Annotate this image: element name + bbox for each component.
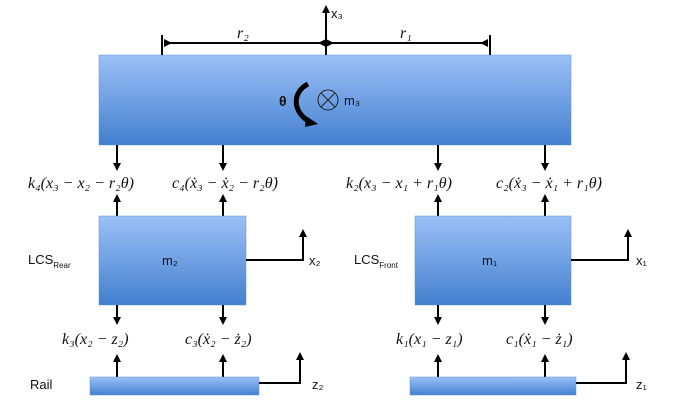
c3-force-label: c₃(ẋ₂ − ż₂): [185, 331, 252, 348]
k1-force-label: k₁(x₁ − z₁): [396, 331, 463, 348]
theta-label: θ: [279, 93, 287, 109]
front-mass-m1: [414, 215, 572, 306]
lcs-rear-main: LCS: [28, 252, 54, 267]
body-mass-m3: [98, 54, 572, 146]
lcs-rear-label: LCSRear: [28, 252, 71, 270]
rotation-arrowhead: [305, 116, 318, 127]
z1-axis-arrow: [576, 352, 630, 384]
z2-axis-arrow: [259, 352, 304, 384]
r1-label: r₁: [400, 25, 412, 42]
lcs-front-main: LCS: [354, 252, 380, 267]
rear-rail: [89, 376, 260, 396]
upper-force-arrows: [113, 145, 549, 216]
k3-force-label: k₃(x₂ − z₂): [62, 331, 129, 348]
into-page-icon: [317, 89, 339, 111]
lcs-front-subscript: Front: [379, 261, 398, 270]
c1-force-label: c₁(ẋ₁ − ż₁): [506, 331, 573, 348]
dimension-arrowheads: [164, 39, 488, 47]
lcs-rear-subscript: Rear: [53, 261, 71, 270]
rear-mass-m2: [98, 215, 247, 306]
x3-label: x₃: [331, 6, 343, 21]
c4-force-label: c₄(ẋ₃ − ẋ₂ − r₂θ̇): [172, 175, 278, 192]
front-rail: [409, 376, 577, 396]
rail-label: Rail: [30, 377, 53, 392]
x2-label: x₂: [309, 253, 321, 268]
m3-label: m₃: [344, 93, 360, 108]
z1-label: z₁: [636, 377, 648, 392]
c2-force-label: c₂(ẋ₃ − ẋ₁ + r₁θ̇): [496, 175, 602, 192]
z2-label: z₂: [312, 377, 324, 392]
lower-force-arrows: [113, 305, 549, 377]
k2-force-label: k₂(x₃ − x₁ + r₁θ): [346, 175, 452, 192]
x1-label: x₁: [636, 253, 648, 268]
x2-axis-arrow: [246, 229, 307, 261]
x1-axis-arrow: [571, 229, 632, 261]
r2-label: r₂: [237, 25, 249, 42]
m2-label: m₂: [162, 253, 178, 268]
m1-label: m₁: [482, 253, 498, 268]
k4-force-label: k₄(x₃ − x₂ − r₂θ): [28, 175, 134, 192]
lcs-front-label: LCSFront: [354, 252, 399, 270]
